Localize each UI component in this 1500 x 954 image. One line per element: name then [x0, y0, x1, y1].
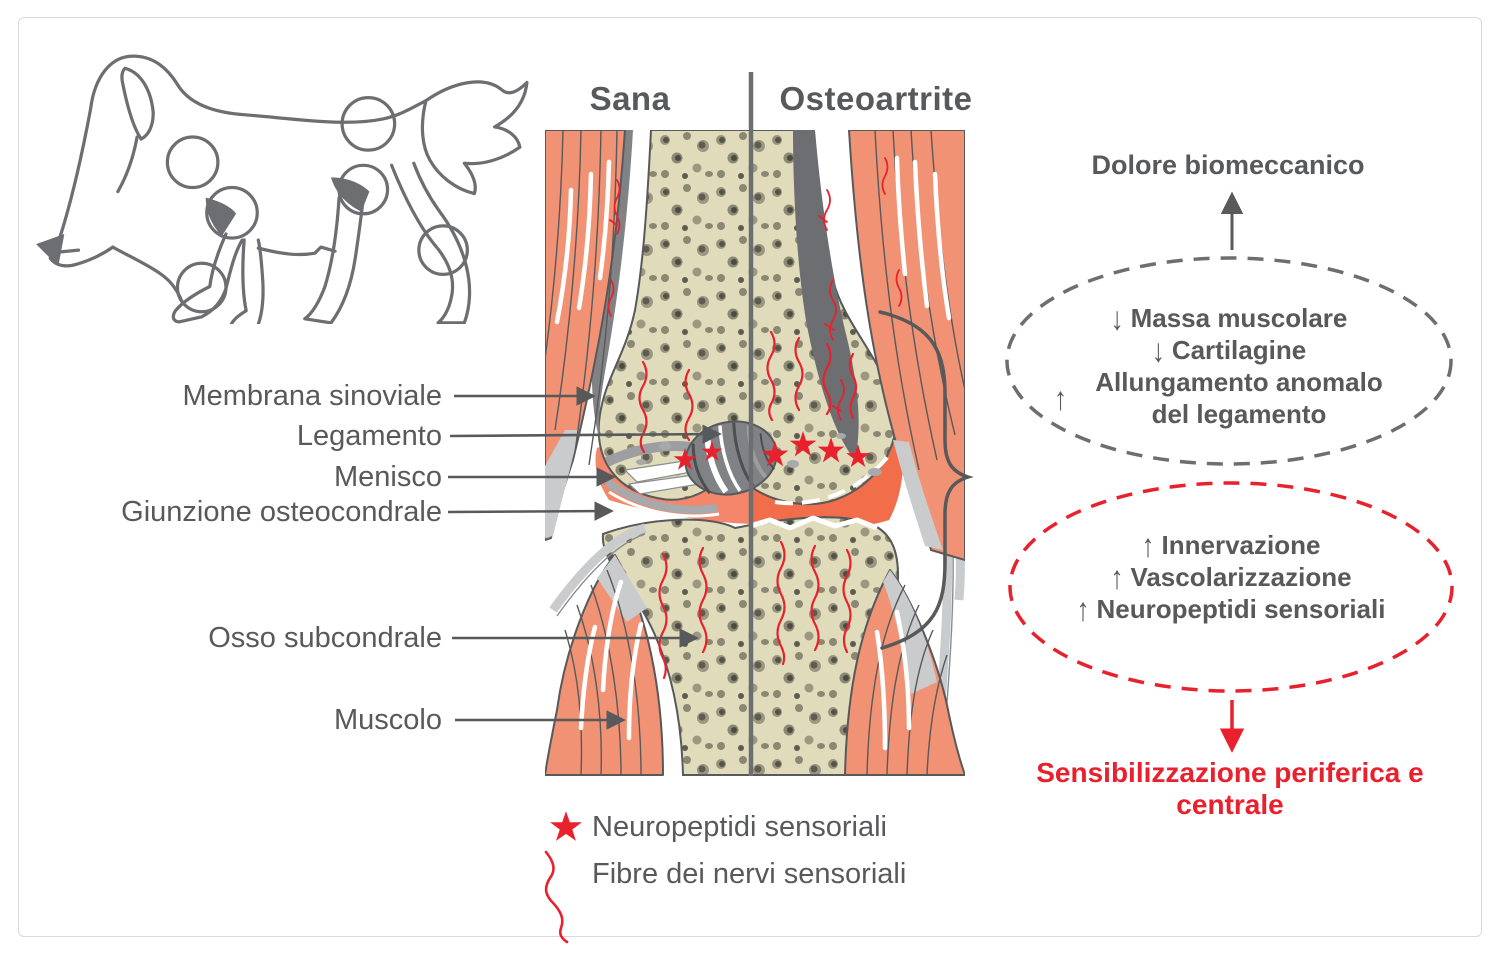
- list-item: ↑ Allungamento anomalo del legamento: [1054, 367, 1383, 429]
- nerve-fibres: [638, 330, 858, 680]
- down-arrow-icon: ↓: [1110, 299, 1124, 337]
- bottom-outcome-title: Sensibilizzazione periferica e centrale: [1036, 757, 1424, 820]
- structural-changes-list: ↓ Massa muscolare ↓ Cartilagine ↑ Allung…: [1007, 299, 1451, 430]
- legend-neuropeptidi: Neuropeptidi sensoriali: [592, 811, 887, 843]
- border-frame: [18, 17, 1482, 937]
- joint-illustration: [545, 130, 965, 776]
- label-membrana-sinoviale: Membrana sinoviale: [182, 380, 442, 412]
- neuro-changes-list: ↑ Innervazione ↑ Vascolarizzazione ↑ Neu…: [1010, 526, 1452, 628]
- neuro-oval: [1008, 481, 1454, 693]
- label-arrows: [447, 386, 722, 730]
- label-osso-subcondrale: Osso subcondrale: [208, 622, 442, 654]
- neuropeptide-stars: [673, 431, 870, 470]
- nerve-fiber-icon: [544, 850, 569, 944]
- label-giunzione-osteocondrale: Giunzione osteocondrale: [121, 496, 442, 528]
- label-menisco: Menisco: [334, 461, 442, 493]
- label-muscolo: Muscolo: [334, 704, 442, 736]
- down-arrow-icon: ↓: [1151, 331, 1165, 369]
- list-item: ↓ Massa muscolare: [1110, 299, 1348, 337]
- up-arrow-icon: ↑: [1110, 558, 1124, 596]
- list-item: ↑ Vascolarizzazione: [1110, 558, 1352, 596]
- header-osteoarthritis: Osteoartrite: [779, 80, 973, 117]
- list-item: ↑ Neuropeptidi sensoriali: [1076, 590, 1386, 628]
- structural-oval: [1005, 256, 1453, 466]
- dog-joints-figure: [36, 54, 529, 324]
- star-icon: [550, 811, 582, 841]
- up-arrow-icon: ↑: [1141, 526, 1155, 564]
- up-arrow-icon: ↑: [1076, 590, 1090, 628]
- header-healthy: Sana: [589, 80, 671, 117]
- top-outcome-title: Dolore biomeccanico: [1091, 150, 1365, 180]
- legend-fibre-nervi: Fibre dei nervi sensoriali: [592, 858, 907, 890]
- list-item: ↑ Innervazione: [1141, 526, 1321, 564]
- label-legamento: Legamento: [296, 420, 442, 452]
- up-arrow-icon: ↑: [1054, 379, 1067, 417]
- brace: [878, 310, 974, 650]
- affected-joint-marks: [36, 177, 370, 267]
- list-item: ↓ Cartilagine: [1151, 331, 1307, 369]
